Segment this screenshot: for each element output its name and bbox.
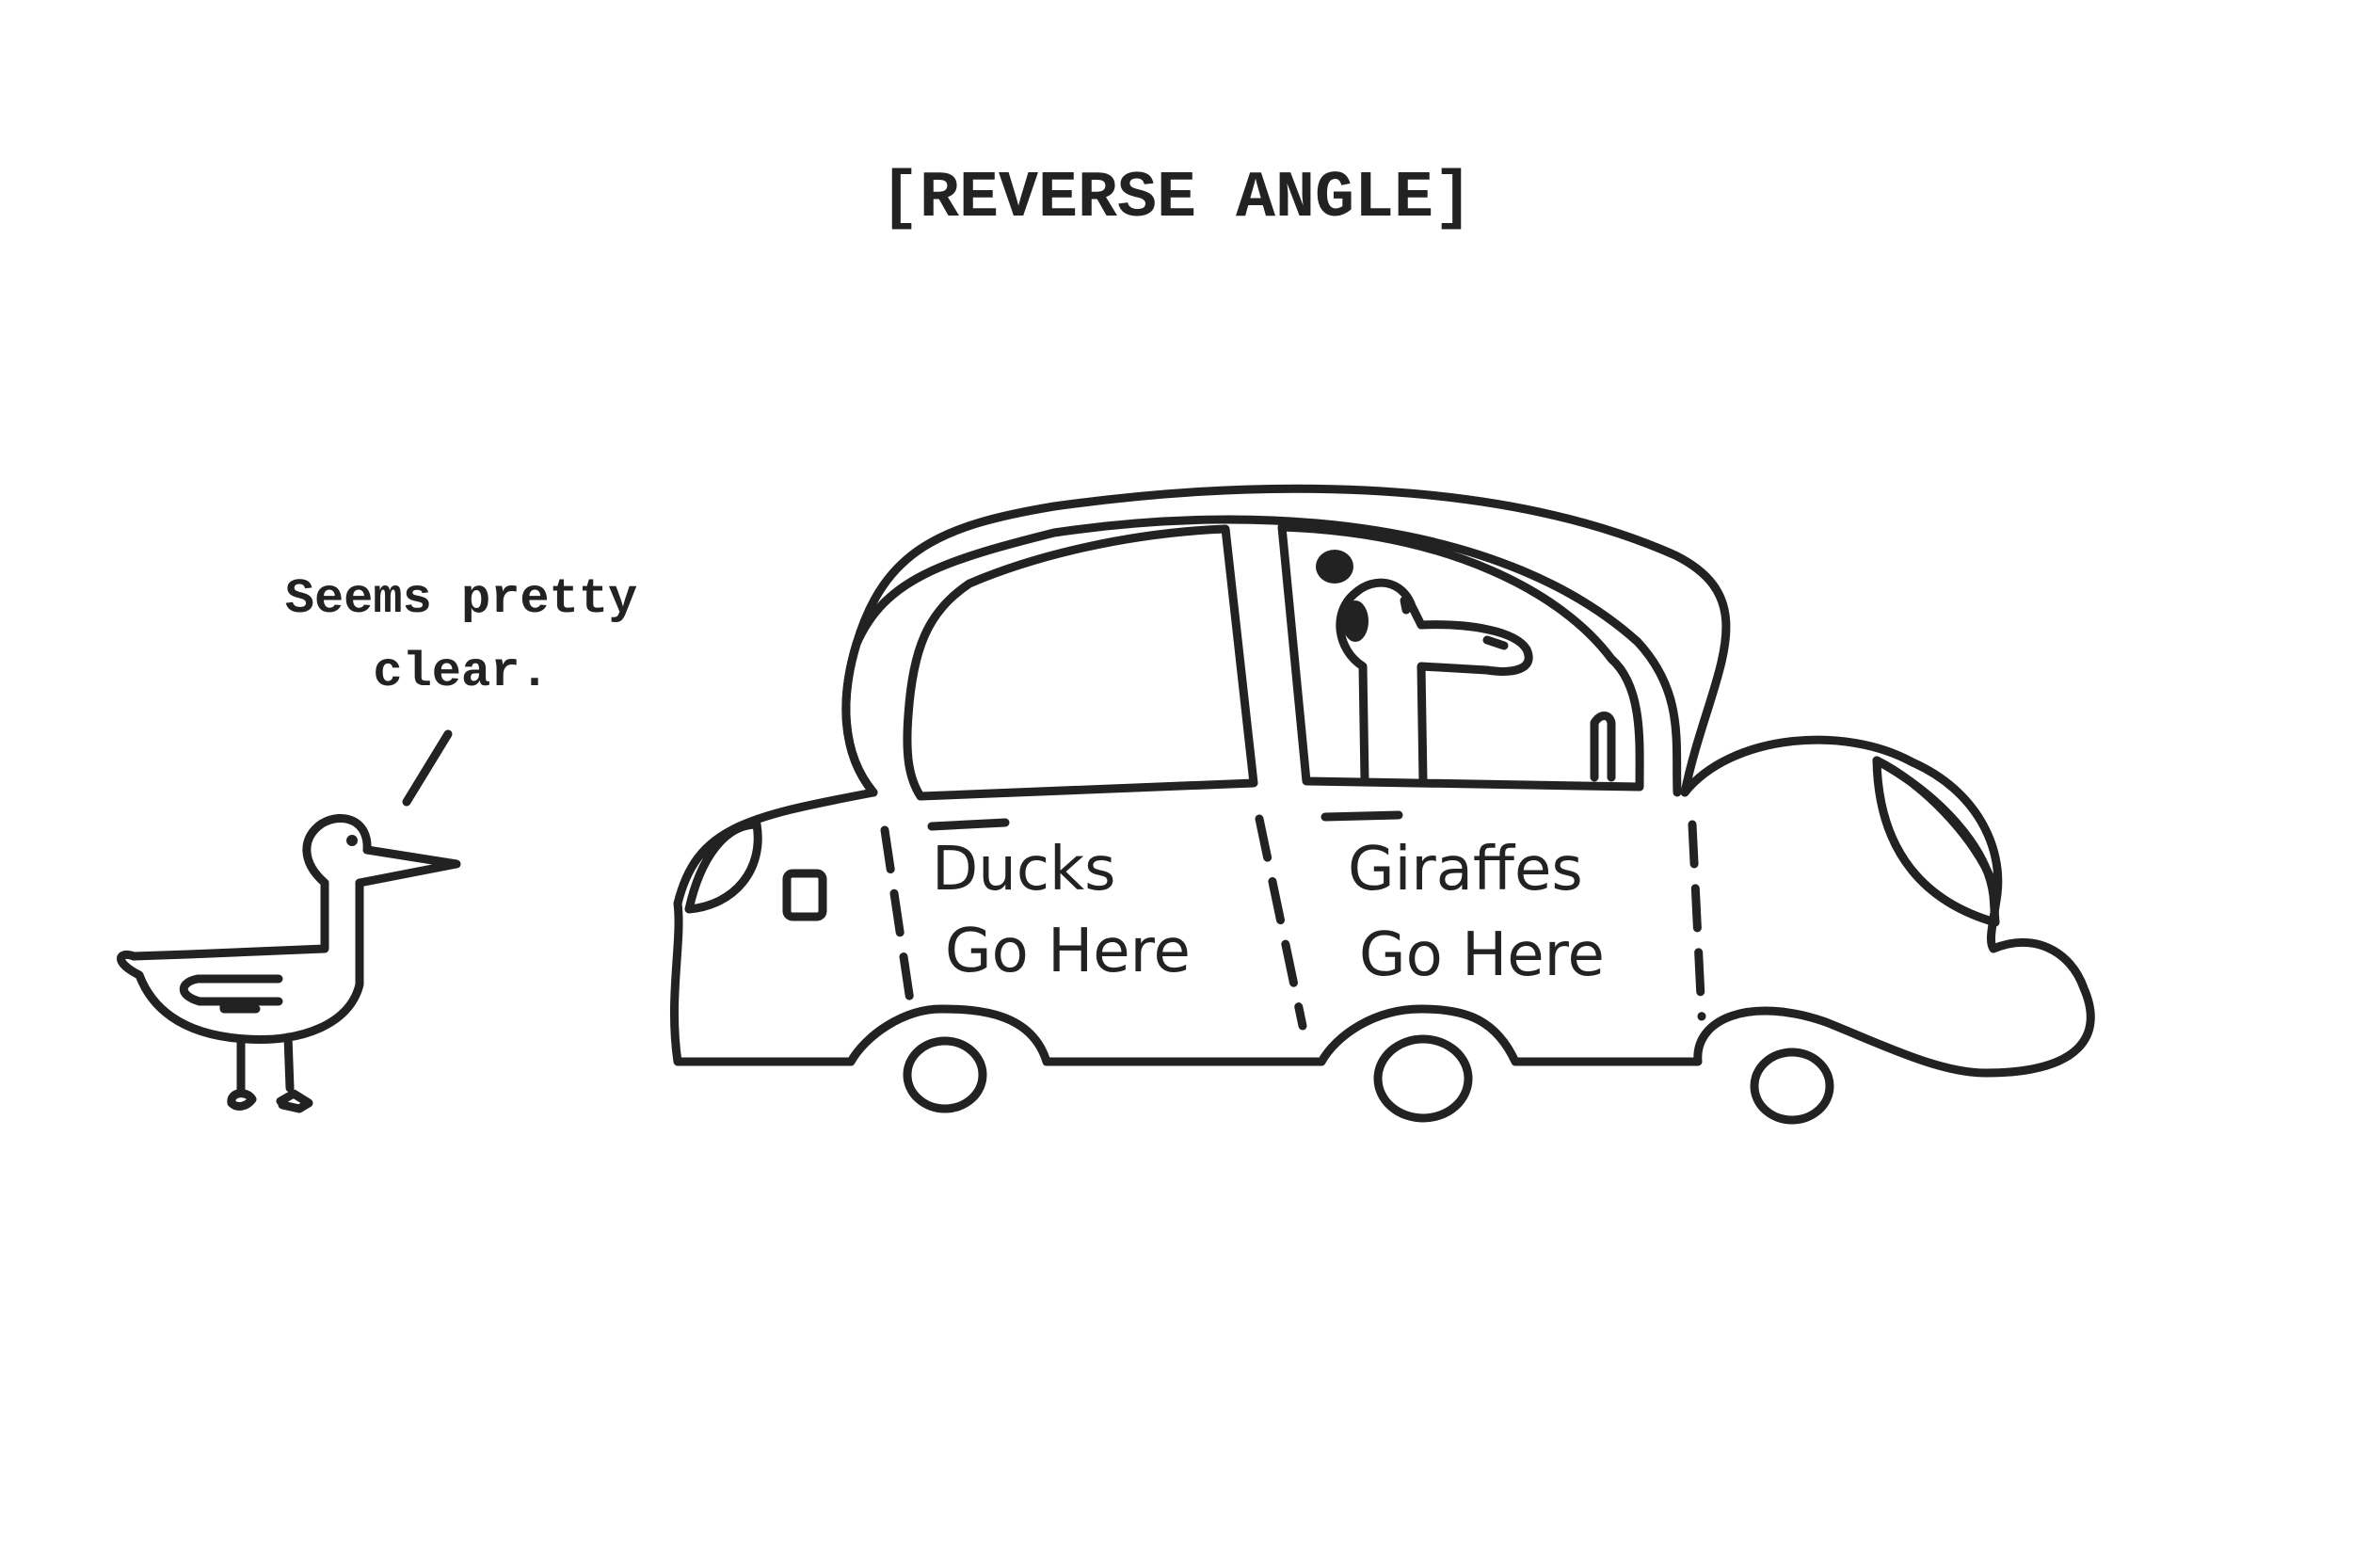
scene-caption: [REVERSE ANGLE] bbox=[879, 162, 1474, 236]
headlight bbox=[684, 820, 762, 914]
duck-speech-text: Seems pretty clear. bbox=[179, 563, 744, 710]
taillight bbox=[1872, 756, 2000, 927]
duck-body bbox=[117, 878, 364, 1044]
speech-tick bbox=[402, 729, 453, 807]
rear-door-text-line2: Go Here bbox=[1359, 920, 1605, 990]
giraffe-ear-icon bbox=[1316, 550, 1353, 584]
car-top-dome bbox=[841, 515, 1682, 797]
front-door-text-line2: Go Here bbox=[945, 917, 1191, 986]
giraffe-eye-icon bbox=[1400, 596, 1411, 615]
giraffe-tail bbox=[1590, 712, 1616, 782]
taillight-inner bbox=[1872, 756, 1998, 889]
car: Ducks Go Here Giraffes Go Here bbox=[670, 484, 2095, 1125]
duck-leg-left bbox=[227, 1034, 257, 1111]
rear-door-handle bbox=[1321, 810, 1403, 822]
rear-door-seam bbox=[1688, 820, 1706, 1021]
front-window bbox=[903, 524, 1258, 801]
front-door-text-line1: Ducks bbox=[932, 835, 1115, 904]
gas-cap bbox=[782, 869, 827, 921]
duck-head bbox=[302, 813, 372, 888]
front-door-seam bbox=[880, 825, 916, 1012]
speech-line-1: Seems pretty bbox=[284, 571, 638, 627]
giraffe-spot-icon bbox=[1342, 600, 1369, 642]
speech-line-2: clear. bbox=[373, 645, 550, 700]
duck-beak bbox=[355, 845, 461, 888]
car-body-outline bbox=[670, 484, 2095, 1078]
giraffe-nostril-icon bbox=[1482, 635, 1509, 650]
middle-wheel bbox=[1373, 1034, 1473, 1123]
rear-wheel bbox=[1750, 1048, 1834, 1125]
giraffe-head bbox=[1336, 578, 1533, 786]
duck-eye-icon bbox=[346, 835, 358, 846]
duck-wing bbox=[179, 974, 283, 1014]
rear-door-text-line1: Giraffes bbox=[1348, 835, 1583, 904]
duck-leg-right bbox=[276, 1032, 313, 1113]
duck bbox=[117, 813, 461, 1113]
giraffe bbox=[1316, 550, 1616, 786]
middle-door-seam bbox=[1255, 814, 1307, 1031]
front-door-handle bbox=[927, 818, 1010, 831]
rear-window bbox=[1277, 522, 1644, 792]
front-wheel bbox=[903, 1036, 987, 1113]
